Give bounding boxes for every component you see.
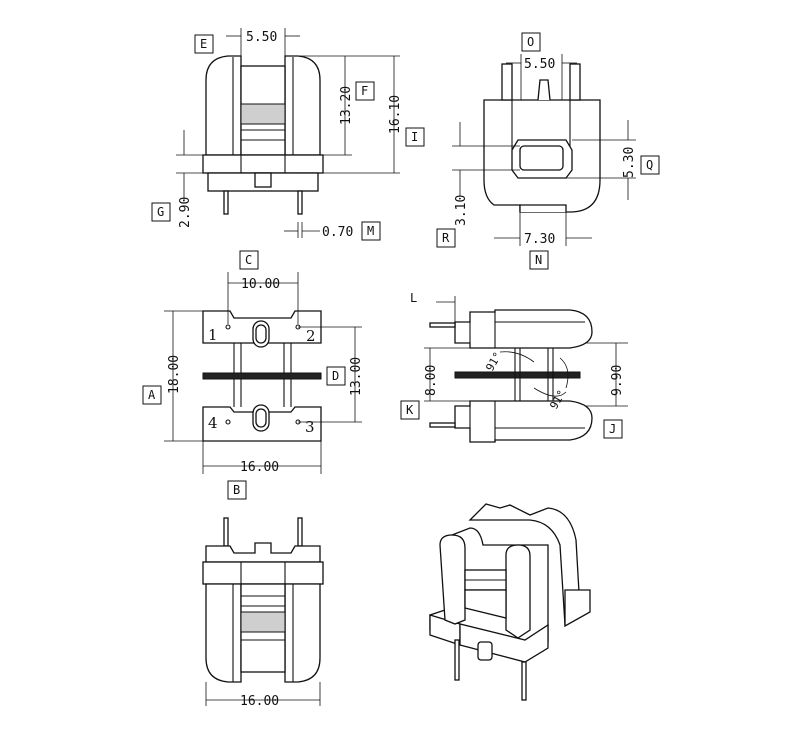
pin-2-label: 2: [306, 327, 316, 345]
label-b: B: [233, 483, 240, 497]
label-e: E: [200, 37, 207, 51]
pin-1-label: 1: [208, 326, 218, 344]
label-o: O: [527, 35, 534, 49]
label-r: R: [442, 231, 450, 245]
dim-j-value: 9.90: [610, 365, 625, 396]
dim-m-value: 0.70: [322, 225, 353, 240]
dim-r-value: 3.10: [454, 195, 469, 226]
dim-a-value: 18.00: [167, 355, 182, 394]
rear-view: 16.00: [202, 517, 324, 709]
profile-view: 91° 91° 8.00 9.90 L K J: [400, 291, 628, 443]
label-n: N: [535, 253, 542, 267]
angle-upper: 91°: [483, 350, 504, 374]
label-g: G: [157, 205, 164, 219]
label-f: F: [361, 84, 368, 98]
dim-i-value: 16.10: [388, 95, 403, 134]
pin-3-label: 3: [305, 418, 315, 436]
label-j: J: [609, 422, 616, 436]
dim-o-value: 5.50: [524, 57, 555, 72]
pin-4-label: 4: [208, 414, 218, 432]
dim-d-value: 13.00: [349, 357, 364, 396]
dim-k-value: 8.00: [424, 365, 439, 396]
dim-bottom-value: 16.00: [240, 694, 279, 709]
pcb-view: 1 2 3 4 10.00 18.00 13.00 16.00 C A D B: [142, 250, 364, 500]
dim-c-value: 10.00: [241, 277, 280, 292]
label-k: K: [406, 403, 414, 417]
label-c: C: [245, 253, 252, 267]
label-m: M: [367, 224, 374, 238]
label-q: Q: [646, 158, 653, 172]
dim-e-value: 5.50: [246, 30, 277, 45]
label-i: I: [411, 130, 418, 144]
front-view: 5.50 13.20 16.10 2.90 0.70 E F I G M: [151, 28, 425, 241]
dim-b-value: 16.00: [240, 460, 279, 475]
dim-f-value: 13.20: [339, 86, 354, 125]
dim-q-value: 5.30: [622, 147, 637, 178]
dim-g-value: 2.90: [178, 197, 193, 228]
label-l: L: [410, 291, 417, 305]
label-d: D: [332, 369, 339, 383]
side-view: 5.50 5.30 3.10 7.30 O Q R N: [436, 32, 660, 270]
dim-n-value: 7.30: [524, 232, 555, 247]
label-a: A: [148, 388, 156, 402]
isometric-view: [429, 503, 591, 701]
